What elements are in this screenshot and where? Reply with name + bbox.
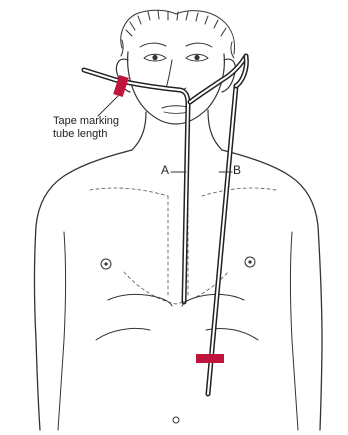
tube-a (84, 70, 188, 302)
diaphragm-line (124, 272, 228, 304)
left-clavicle (90, 188, 168, 196)
torso (35, 150, 323, 430)
left-body-outline (35, 150, 133, 430)
right-clavicle (202, 188, 276, 196)
tube-b (190, 56, 246, 394)
right-rib-line (182, 294, 244, 306)
lower-lip (164, 112, 188, 114)
tape-marking-caption: Tape marking tube length (53, 115, 119, 141)
left-arm-crease (58, 232, 66, 430)
neck (132, 110, 222, 150)
left-eyebrow (140, 43, 166, 47)
right-pupil (194, 55, 199, 60)
left-costal-margin (96, 328, 150, 340)
tube-a-label: A (161, 164, 169, 177)
ribcage (96, 294, 258, 340)
caption-line-2: tube length (53, 128, 119, 141)
tube-b-label: B (233, 164, 241, 177)
right-body-outline (222, 150, 322, 430)
right-eyebrow (186, 43, 212, 47)
right-arm-crease (291, 232, 299, 430)
caption-leader (98, 96, 118, 116)
tape-markers (113, 75, 224, 363)
tape-marker-tube (196, 354, 224, 363)
hair (121, 10, 235, 58)
left-pupil (152, 55, 157, 60)
nipples (101, 257, 255, 269)
nose (166, 60, 186, 90)
navel (173, 417, 179, 423)
face (140, 43, 212, 113)
caption-line-1: Tape marking (53, 115, 119, 128)
